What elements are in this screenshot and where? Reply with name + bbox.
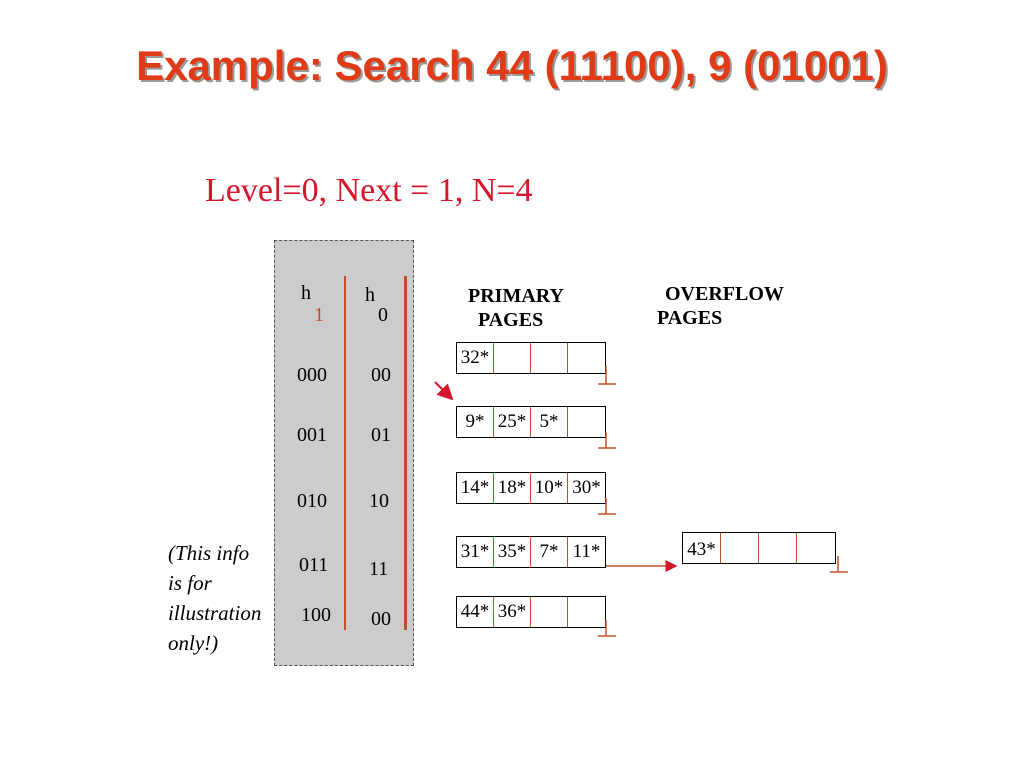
null-pointer-icon	[598, 432, 616, 449]
dir-row-h1: 010	[297, 490, 327, 512]
dir-row-h1: 011	[299, 554, 329, 576]
primary-bucket-3: 31* 35* 7* 11*	[456, 536, 606, 568]
dir-row-h1: 100	[301, 604, 331, 626]
bucket-entry	[494, 343, 531, 373]
bucket-entry: 36*	[494, 597, 531, 627]
bucket-entry: 35*	[494, 537, 531, 567]
bucket-entry: 32*	[457, 343, 494, 373]
next-pointer-arrow	[434, 381, 454, 401]
null-pointer-icon	[598, 366, 616, 385]
dir-row-h1: 000	[297, 364, 327, 386]
bucket-entry	[531, 597, 568, 627]
h0-header-label: h	[365, 284, 375, 306]
null-pointer-icon	[598, 498, 616, 515]
slide-title: Example: Search 44 (11100), 9 (01001)	[136, 42, 888, 89]
bucket-entry: 44*	[457, 597, 494, 627]
bucket-entry: 14*	[457, 473, 494, 503]
bucket-entry: 5*	[531, 407, 568, 437]
illustration-note: (This info is for illustration only!)	[168, 541, 262, 655]
null-pointer-icon	[830, 556, 848, 573]
primary-bucket-2: 14* 18* 10* 30*	[456, 472, 606, 504]
primary-bucket-4: 44* 36*	[456, 596, 606, 628]
bucket-entry: 11*	[572, 541, 601, 562]
overflow-pages-header: OVERFLOW PAGES	[657, 283, 784, 329]
dir-row-h0: 00	[371, 364, 391, 386]
bucket-entry: 18*	[494, 473, 531, 503]
bucket-entry	[531, 343, 568, 373]
h0-header-subscript: 0	[378, 304, 388, 326]
bucket-entry: 31*	[457, 537, 494, 567]
bucket-entry: 43*	[683, 533, 721, 563]
primary-bucket-0: 32*	[456, 342, 606, 374]
level-next-subtitle: Level=0, Next = 1, N=4	[205, 172, 533, 209]
directory-divider-h1	[344, 276, 346, 630]
dir-row-h0: 00	[371, 608, 391, 630]
bucket-entry: 7*	[531, 537, 568, 567]
bucket-entry: 30*	[572, 477, 601, 498]
overflow-bucket: 43*	[682, 532, 836, 564]
bucket-entry	[721, 533, 759, 563]
bucket-entry: 9*	[457, 407, 494, 437]
dir-row-h0: 01	[371, 424, 391, 446]
dir-row-h0: 10	[369, 490, 389, 512]
directory-divider-h0	[404, 276, 407, 630]
dir-row-h1: 001	[297, 424, 327, 446]
bucket-entry: 25*	[494, 407, 531, 437]
primary-bucket-1: 9* 25* 5*	[456, 406, 606, 438]
h1-header-label: h	[301, 282, 311, 304]
bucket-entry	[759, 533, 797, 563]
dir-row-h0: 11	[369, 558, 389, 580]
h1-header-subscript: 1	[314, 304, 324, 326]
null-pointer-icon	[598, 620, 616, 637]
bucket-entry: 10*	[531, 473, 568, 503]
primary-pages-header: PRIMARY PAGES	[468, 285, 564, 331]
